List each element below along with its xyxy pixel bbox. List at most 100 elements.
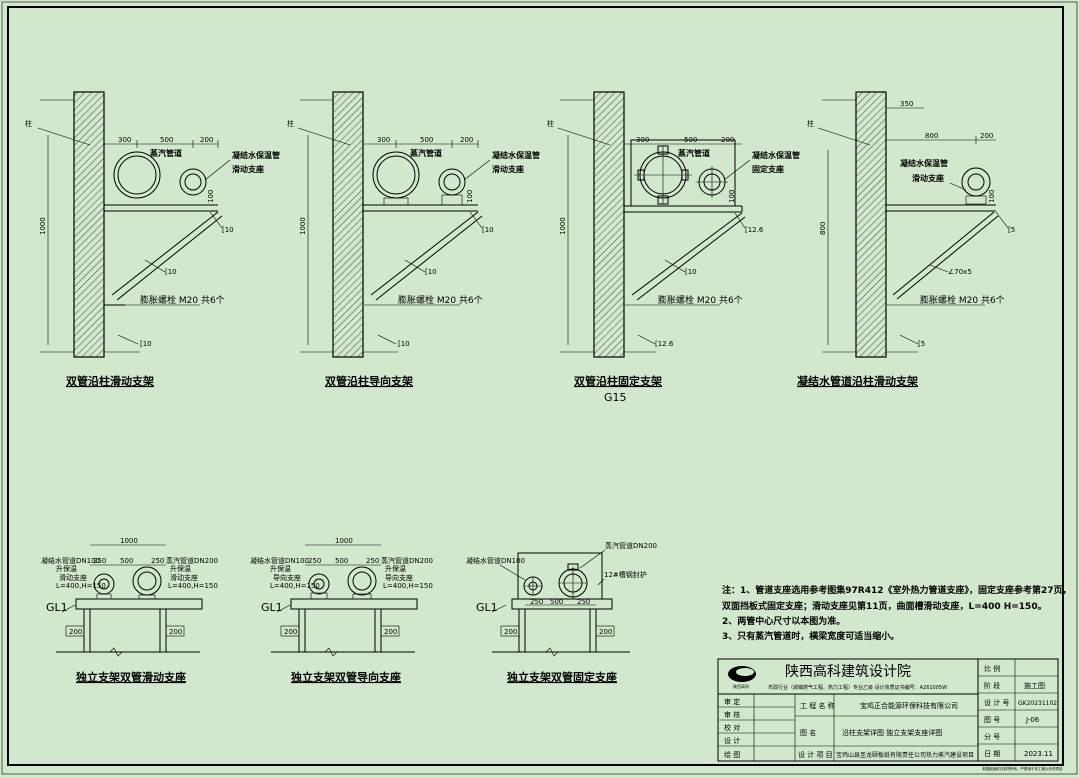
svg-text:GK20231102: GK20231102	[1018, 700, 1057, 707]
svg-text:滑动支座: 滑动支座	[232, 164, 264, 174]
svg-text:图 号: 图 号	[984, 716, 1000, 724]
svg-text:导向支座: 导向支座	[385, 573, 413, 582]
svg-text:凝结水保温管: 凝结水保温管	[752, 150, 800, 160]
svg-text:L=400,H=150: L=400,H=150	[383, 582, 433, 590]
svg-text:250: 250	[93, 557, 106, 565]
svg-text:12#槽钢封护: 12#槽钢封护	[604, 570, 647, 579]
svg-text:膨胀螺栓 M20 共6个: 膨胀螺栓 M20 共6个	[920, 294, 1005, 306]
svg-text:500: 500	[420, 136, 433, 144]
svg-text:GL1: GL1	[476, 601, 498, 614]
svg-text:蒸汽管道: 蒸汽管道	[678, 148, 710, 158]
svg-text:工 程 名 称: 工 程 名 称	[800, 701, 835, 710]
column-wall	[73, 91, 105, 358]
svg-text:膨胀螺栓 M20 共6个: 膨胀螺栓 M20 共6个	[398, 294, 483, 306]
svg-text:J-06: J-06	[1025, 716, 1040, 724]
svg-text:250: 250	[366, 557, 379, 565]
svg-text:[10: [10	[398, 340, 410, 348]
svg-text:250: 250	[577, 598, 590, 606]
detail-4: 800 柱 350 800 200 凝结水保温管 滑动支座 100 [5 ∠70…	[797, 91, 1015, 388]
svg-text:350: 350	[900, 100, 913, 108]
svg-text:蒸汽管道DN200: 蒸汽管道DN200	[166, 556, 218, 565]
svg-text:柱: 柱	[807, 119, 814, 128]
svg-text:1000: 1000	[120, 537, 138, 545]
height-dim: 1000	[39, 217, 47, 235]
detail-2: 1000 柱 300 500 200 蒸汽管道 凝结水保温管 滑动支座 100 …	[287, 91, 540, 388]
stand-beam	[290, 598, 418, 610]
svg-text:[10: [10	[140, 340, 152, 348]
svg-text:滑动支座: 滑动支座	[170, 573, 198, 582]
inner-border	[7, 6, 1064, 766]
svg-text:[10: [10	[165, 268, 177, 276]
condensate-pipe-insulation	[179, 168, 207, 196]
stand-beam	[75, 598, 203, 610]
svg-text:GL1: GL1	[261, 601, 283, 614]
svg-text:校 对: 校 对	[724, 723, 740, 732]
svg-text:柱: 柱	[287, 119, 294, 128]
svg-text:L=400,H=150: L=400,H=150	[270, 582, 320, 590]
svg-text:L=400,H=150: L=400,H=150	[56, 582, 106, 590]
svg-text:100: 100	[466, 190, 474, 203]
svg-text:日 期: 日 期	[984, 750, 1000, 758]
svg-text:1000: 1000	[299, 217, 307, 235]
svg-text:[10: [10	[685, 268, 697, 276]
svg-text:500: 500	[335, 557, 348, 565]
svg-text:250: 250	[151, 557, 164, 565]
title-block: 陕西高科 陕西高科建筑设计院 市政行业（城镇燃气工程、热力工程）专业乙级 设计资…	[717, 658, 1059, 762]
svg-text:设 计 项 目: 设 计 项 目	[798, 750, 833, 759]
svg-text:[5: [5	[918, 340, 925, 348]
svg-text:双管沿柱导向支架: 双管沿柱导向支架	[325, 374, 413, 388]
svg-text:升保温: 升保温	[56, 564, 77, 573]
firm-logo: 陕西高科	[728, 666, 756, 689]
svg-text:滑动支座: 滑动支座	[59, 573, 87, 582]
note-line: 双面挡板式固定支座；滑动支座见第11页，曲面槽滑动支座，L=400 H=150。	[722, 600, 1047, 612]
svg-text:阶 段: 阶 段	[984, 681, 1000, 690]
svg-text:凝结水管道DN100: 凝结水管道DN100	[250, 556, 309, 565]
svg-text:审 定: 审 定	[724, 697, 740, 706]
svg-text:设 计: 设 计	[724, 736, 740, 745]
stand-3: GL1 250 500 250 凝结水管道DN100 蒸汽管道DN200 12#…	[466, 541, 657, 684]
copyright-note: 本图纸版权归本院所有，严禁用于本工程以外的项目	[982, 766, 1063, 771]
svg-text:200: 200	[284, 628, 297, 636]
svg-text:图 名: 图 名	[800, 728, 816, 737]
svg-text:独立支架双管导向支座: 独立支架双管导向支座	[290, 670, 401, 684]
stand-2: GL1 1000 250 500 250 凝结水管道DN100 升保温 导向支座…	[250, 537, 433, 684]
svg-text:200: 200	[721, 136, 734, 144]
svg-text:200: 200	[200, 136, 213, 144]
svg-text:凝结水管道沿柱滑动支架: 凝结水管道沿柱滑动支架	[797, 374, 918, 388]
fixed-frame	[517, 552, 603, 600]
svg-text:陕西高科: 陕西高科	[733, 683, 749, 689]
svg-text:膨胀螺栓 M20 共6个: 膨胀螺栓 M20 共6个	[658, 294, 743, 306]
svg-text:滑动支座: 滑动支座	[492, 164, 524, 174]
svg-text:分 号: 分 号	[984, 732, 1000, 741]
svg-text:200: 200	[384, 628, 397, 636]
svg-text:[10: [10	[222, 226, 234, 234]
note-line: 2、两管中心尺寸以本图为准。	[722, 615, 845, 627]
drawing-name: 沿柱支架详图 独立支架支座详图	[842, 728, 942, 737]
detail-3: 1000 柱 300 500 200 蒸汽管道 凝结水保温管 固定支座 100 …	[547, 91, 800, 404]
svg-text:[12.6: [12.6	[745, 226, 764, 234]
svg-text:500: 500	[160, 136, 173, 144]
column-wall	[593, 91, 625, 358]
svg-text:200: 200	[169, 628, 182, 636]
svg-text:200: 200	[599, 628, 612, 636]
svg-text:GL1: GL1	[46, 601, 68, 614]
svg-text:蒸汽管道DN200: 蒸汽管道DN200	[605, 541, 657, 550]
svg-text:滑动支座: 滑动支座	[912, 173, 944, 183]
svg-text:升保温: 升保温	[170, 564, 191, 573]
svg-text:200: 200	[504, 628, 517, 636]
note-line: 3、只有蒸汽管道时，横梁宽度可适当缩小。	[722, 630, 899, 642]
svg-text:柱: 柱	[547, 119, 554, 128]
svg-text:300: 300	[636, 136, 649, 144]
svg-text:独立支架双管滑动支座: 独立支架双管滑动支座	[75, 670, 186, 684]
svg-text:审 核: 审 核	[724, 710, 740, 719]
svg-text:∠70x5: ∠70x5	[948, 268, 972, 276]
svg-text:1000: 1000	[335, 537, 353, 545]
svg-text:施工图: 施工图	[1024, 681, 1045, 690]
svg-text:800: 800	[925, 132, 938, 140]
firm-name: 陕西高科建筑设计院	[785, 663, 911, 680]
detail-title: 双管沿柱滑动支架	[66, 374, 154, 388]
note-line: 注：1、管道支座选用参考图集97R412《室外热力管道支座》，固定支座参考第27…	[722, 584, 1072, 596]
svg-text:凝结水管道DN100: 凝结水管道DN100	[466, 556, 525, 565]
svg-text:100: 100	[988, 190, 996, 203]
